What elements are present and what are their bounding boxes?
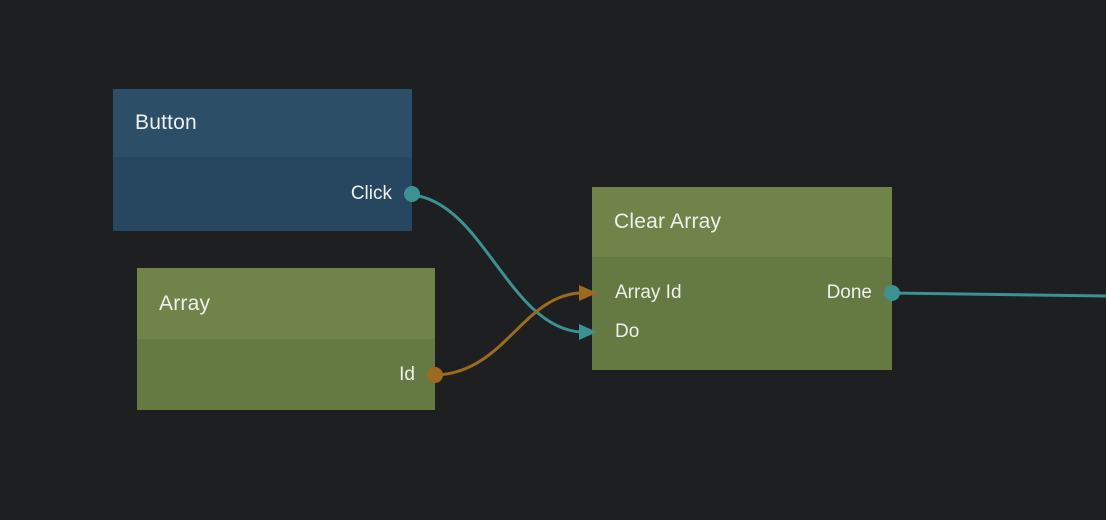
output-port-label: Id xyxy=(399,363,415,385)
input-port-label: Array Id xyxy=(615,282,682,303)
port-row-array-id-done: Array Id Done xyxy=(579,278,900,308)
input-port-arrow-icon[interactable] xyxy=(579,285,597,301)
wire-done-offscreen[interactable] xyxy=(890,291,1106,298)
node-title: Array xyxy=(159,291,211,315)
input-port-arrow-icon[interactable] xyxy=(579,324,597,340)
output-port-circle-icon[interactable] xyxy=(884,285,900,301)
node-array[interactable]: Array Id xyxy=(137,268,443,410)
node-title: Clear Array xyxy=(614,210,722,233)
output-port-circle-icon[interactable] xyxy=(404,186,420,202)
node-button-body: Click xyxy=(113,157,420,231)
node-clear-array-header[interactable]: Clear Array xyxy=(592,187,892,257)
node-clear-array-body: Array Id Done Do xyxy=(579,257,900,370)
node-title: Button xyxy=(135,111,197,134)
node-array-header[interactable]: Array xyxy=(137,268,435,339)
output-port-circle-icon[interactable] xyxy=(427,366,443,383)
output-port-label: Click xyxy=(350,183,392,204)
wire-click-to-do[interactable] xyxy=(411,193,581,334)
node-button-header[interactable]: Button xyxy=(113,89,412,157)
port-row-click: Click xyxy=(113,157,420,231)
port-row-do: Do xyxy=(579,317,892,347)
node-array-body: Id xyxy=(137,339,443,410)
wire-id-to-array-id[interactable] xyxy=(437,291,581,377)
input-port-label: Do xyxy=(615,321,640,342)
port-row-id: Id xyxy=(137,339,443,410)
output-port-label: Done xyxy=(826,282,872,303)
node-clear-array[interactable]: Clear Array Array Id Done Do xyxy=(579,187,900,370)
node-button[interactable]: Button Click xyxy=(113,89,420,231)
